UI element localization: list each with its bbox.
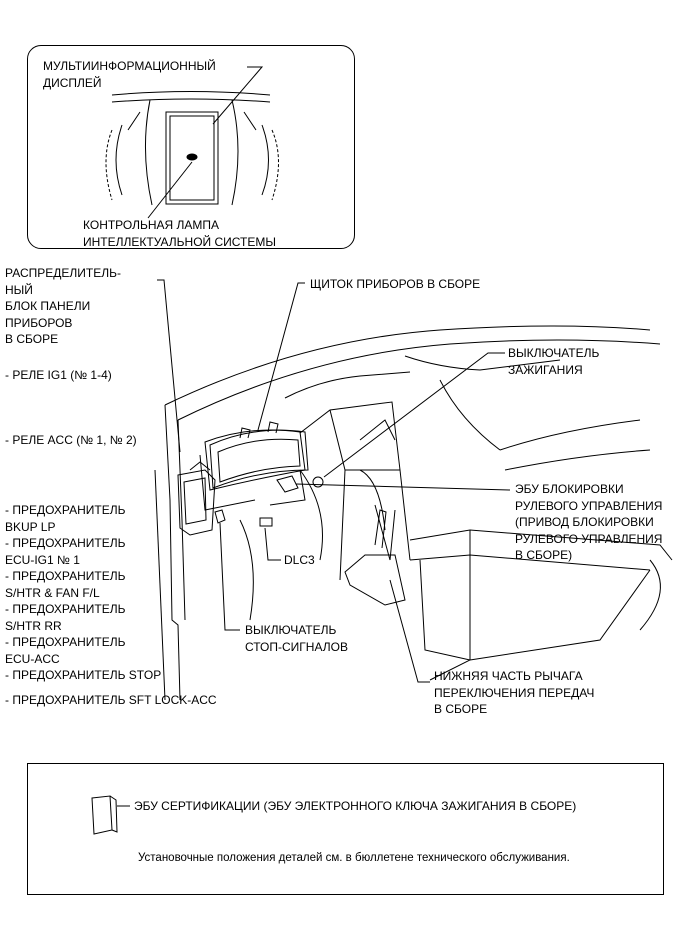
ignition-switch-label: ВЫКЛЮЧАТЕЛЬ ЗАЖИГАНИЯ bbox=[508, 346, 600, 377]
steering-lock-ecu-illustration bbox=[276, 475, 299, 493]
dlc3-label: DLC3 bbox=[284, 553, 315, 567]
relay-acc-label: - РЕЛЕ ACC (№ 1, № 2) bbox=[5, 433, 137, 447]
service-bulletin-note: Установочные положения деталей см. в бюл… bbox=[138, 852, 570, 864]
junction-block-illustration bbox=[177, 461, 216, 536]
dashboard-illustration bbox=[154, 325, 673, 701]
steering-lock-ecu-label: ЭБУ БЛОКИРОВКИ РУЛЕВОГО УПРАВЛЕНИЯ (ПРИВ… bbox=[515, 482, 663, 562]
inset-meter-illustration bbox=[105, 91, 279, 206]
inset-frame bbox=[27, 45, 355, 249]
multi-info-display-label: МУЛЬТИИНФОРМАЦИОННЫЙ ДИСПЛЕЙ bbox=[43, 59, 216, 90]
fuse-list: - ПРЕДОХРАНИТЕЛЬ BKUP LP - ПРЕДОХРАНИТЕЛ… bbox=[5, 503, 162, 682]
cert-ecu-illustration bbox=[91, 795, 130, 835]
fuse-sft-lock-label: - ПРЕДОХРАНИТЕЛЬ SFT LOCK-ACC bbox=[5, 693, 217, 707]
stop-switch-label: ВЫКЛЮЧАТЕЛЬ СТОП-СИГНАЛОВ bbox=[245, 623, 348, 654]
shift-lever-illustration bbox=[344, 554, 406, 606]
cert-ecu-label: ЭБУ СЕРТИФИКАЦИИ (ЭБУ ЭЛЕКТРОННОГО КЛЮЧА… bbox=[134, 799, 577, 813]
dlc3-illustration bbox=[259, 517, 273, 527]
meter-assembly-illustration bbox=[209, 421, 309, 489]
junction-block-label: РАСПРЕДЕЛИТЕЛЬ- НЫЙ БЛОК ПАНЕЛИ ПРИБОРОВ… bbox=[5, 266, 121, 346]
ignition-switch-illustration bbox=[312, 476, 324, 488]
shift-lever-label: НИЖНЯЯ ЧАСТЬ РЫЧАГА ПЕРЕКЛЮЧЕНИЯ ПЕРЕДАЧ… bbox=[434, 669, 595, 716]
smart-system-lamp-label: КОНТРОЛЬНАЯ ЛАМПА ИНТЕЛЛЕКТУАЛЬНОЙ СИСТЕ… bbox=[83, 218, 277, 249]
stop-switch-illustration bbox=[214, 509, 226, 524]
relay-ig1-label: - РЕЛЕ IG1 (№ 1-4) bbox=[5, 368, 112, 382]
combination-meter-label: ЩИТОК ПРИБОРОВ В СБОРЕ bbox=[310, 277, 481, 291]
legend-frame bbox=[27, 763, 664, 895]
